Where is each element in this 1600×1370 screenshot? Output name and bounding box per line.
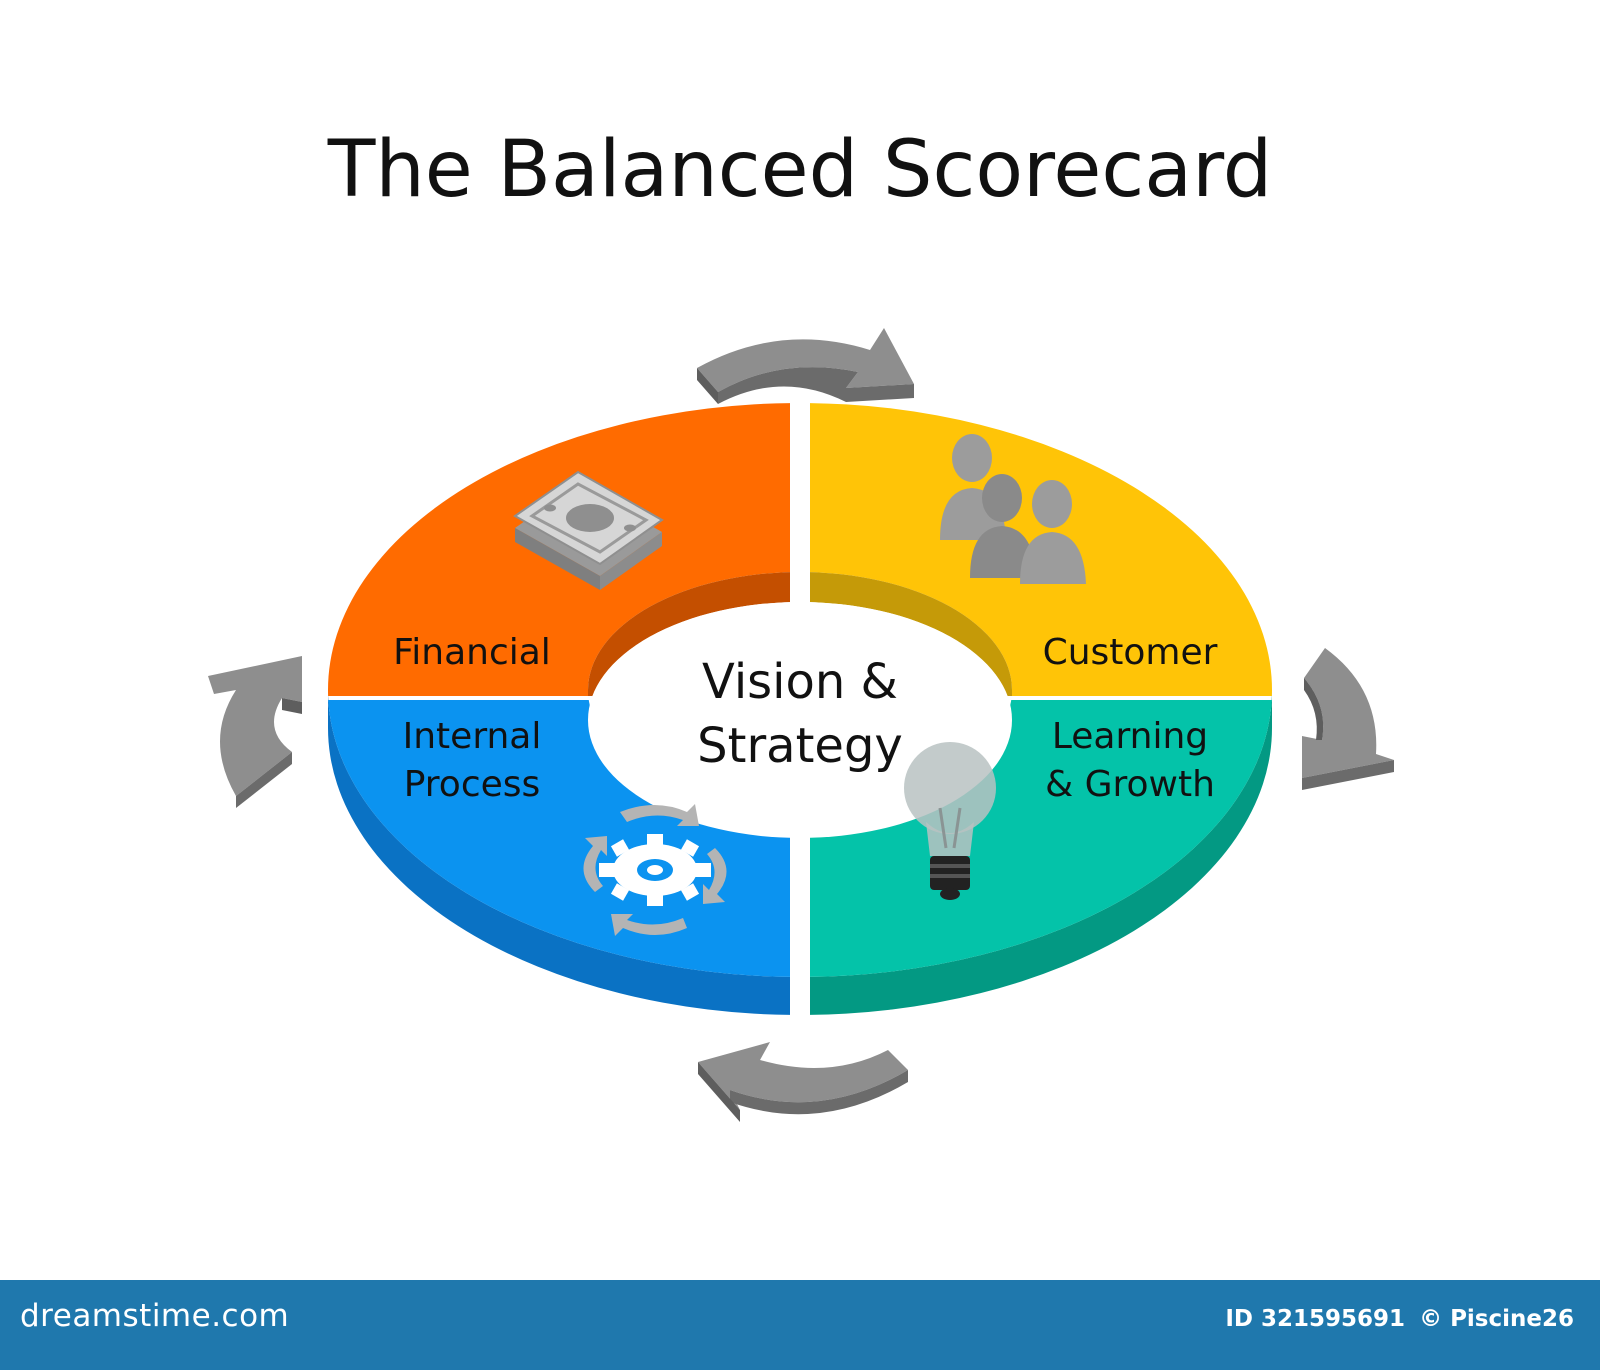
diagram-title: The Balanced Scorecard [327,125,1273,215]
label-customer: Customer [1043,632,1218,673]
inner-wall-left [588,572,790,696]
label-learning-line2: & Growth [1045,764,1215,805]
image-credit-text: © Piscine26 [1419,1306,1574,1332]
money-icon [513,470,664,590]
image-id-text: ID 321595691 [1225,1306,1406,1332]
inner-wall-right [810,572,1012,696]
footer-bar: dreamstime.com ID 321595691 © Piscine26 [0,1280,1600,1370]
label-internal-line2: Process [404,764,541,805]
center-label-line2: Strategy [697,718,903,774]
segment-learning-growth [810,700,1272,977]
label-financial: Financial [393,632,551,673]
cycle-arrow-right [1302,648,1394,790]
footer-brand-logo[interactable]: dreamstime.com [20,1298,290,1334]
footer-image-id: ID 321595691 © Piscine26 [1219,1306,1574,1332]
balanced-scorecard-diagram: The Balanced Scorecard Financial Custome… [208,125,1394,1122]
cycle-arrow-left [208,656,302,808]
label-learning-line1: Learning [1052,716,1208,757]
center-label-line1: Vision & [702,654,898,710]
label-internal-line1: Internal [403,716,542,757]
cycle-arrow-top [697,328,914,404]
ring-side-internal [328,690,790,1015]
people-icon [940,434,1086,584]
segment-internal-process [328,700,790,977]
gear-process-icon [583,804,727,936]
cycle-arrow-bottom [698,1042,908,1122]
ring-side-learning [810,690,1272,1015]
lightbulb-icon [904,742,996,900]
